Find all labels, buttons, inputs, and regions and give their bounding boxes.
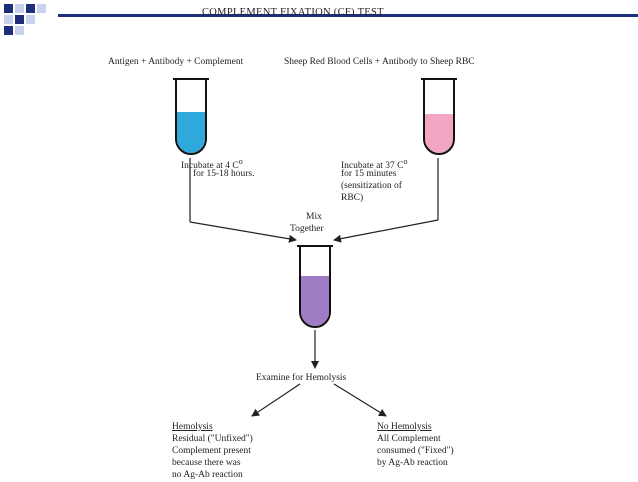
tube1-to-mix-arrow <box>189 221 297 243</box>
examine-label: Examine for Hemolysis <box>256 373 347 383</box>
flow-arrows <box>189 158 439 417</box>
no-hemolysis-heading: No Hemolysis <box>377 422 432 432</box>
step2-line2: for 15 minutes <box>341 169 397 179</box>
hemolysis-heading: Hemolysis <box>172 422 213 432</box>
step2-line1: Incubate at 37 Co <box>341 157 408 172</box>
tube1 <box>173 78 209 155</box>
no-hemolysis-line1: All Complement <box>377 434 441 444</box>
step2-degree: o <box>403 157 408 166</box>
tube3 <box>297 245 333 328</box>
diagram-title: COMPLEMENT FIXATION (CF) TEST <box>202 7 384 18</box>
step1-degree: o <box>238 157 243 166</box>
step1-line1: Incubate at 4 Co <box>181 157 243 172</box>
mix-line1: Mix <box>306 212 322 222</box>
to-no-hemolysis-arrow <box>333 383 387 417</box>
no-hemolysis-line2: consumed ("Fixed") <box>377 446 454 456</box>
tube1-label: Antigen + Antibody + Complement <box>108 57 244 67</box>
hemolysis-line2: Complement present <box>172 446 251 456</box>
tube1-liquid <box>177 112 205 153</box>
tube2 <box>421 78 457 155</box>
step1-line2: for 15-18 hours. <box>193 169 255 179</box>
corner-decoration <box>0 0 60 40</box>
step2-line4: RBC) <box>341 193 364 203</box>
header-bar <box>58 14 638 17</box>
tube2-liquid <box>425 114 453 153</box>
no-hemolysis-line3: by Ag-Ab reaction <box>377 458 448 468</box>
hemolysis-line1: Residual ("Unfixed") <box>172 434 253 444</box>
tube2-to-mix-arrow <box>333 219 439 243</box>
mix-line2: Together <box>290 224 324 234</box>
to-hemolysis-arrow <box>251 383 301 417</box>
tube2-label: Sheep Red Blood Cells + Antibody to Shee… <box>284 57 475 67</box>
tube3-liquid <box>301 276 329 326</box>
step2-line3: (sensitization of <box>341 181 402 191</box>
hemolysis-line3: because there was <box>172 458 241 468</box>
hemolysis-line4: no Ag-Ab reaction <box>172 470 243 480</box>
